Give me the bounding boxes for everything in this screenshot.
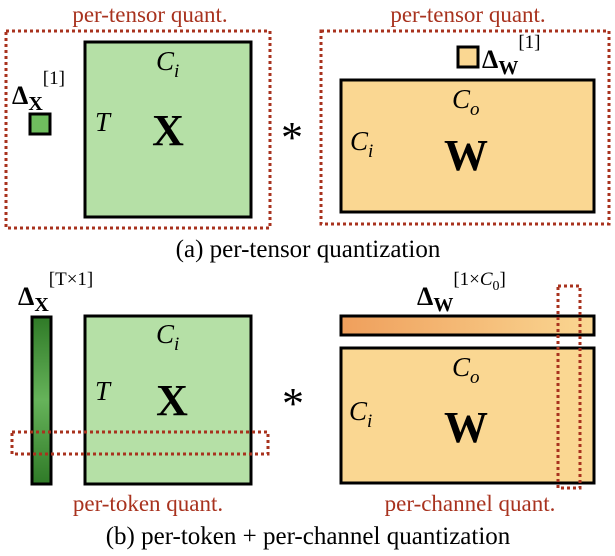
top-right-dotted-box [319, 29, 611, 226]
per-token-label: per-token quant. [73, 491, 223, 516]
top-right-label: per-tensor quant. [390, 2, 545, 27]
x-matrix [83, 40, 253, 219]
per-channel-dotted-box [556, 284, 582, 490]
x-matrix-b-cols-label: Ci [156, 319, 179, 355]
delta-x-token-vector [30, 315, 53, 486]
delta-w-channel-vector [339, 314, 596, 337]
w-matrix [339, 78, 596, 214]
multiply-operator-b: * [282, 379, 304, 428]
delta-x-label: ΔX[1] [12, 68, 65, 115]
x-matrix-letter: X [152, 106, 184, 155]
w-matrix-b-letter: W [444, 403, 488, 452]
x-matrix-b-rows-label: T [95, 376, 112, 406]
multiply-operator: * [281, 113, 303, 162]
x-matrix-rows-label: T [95, 107, 112, 137]
w-matrix-b [339, 346, 596, 485]
w-matrix-b-rows-label: Ci [349, 396, 372, 432]
delta-x-scalar [28, 112, 52, 136]
w-matrix-cols-label: Co [452, 84, 480, 120]
caption-a: (a) per-tensor quantization [176, 236, 441, 263]
x-matrix-b-letter: X [156, 376, 188, 425]
per-token-dotted-box [10, 430, 270, 456]
delta-w-label: ΔW[1] [482, 32, 540, 79]
x-matrix-cols-label: Ci [156, 46, 179, 82]
caption-b: (b) per-token + per-channel quantization [106, 523, 511, 550]
w-matrix-b-cols-label: Co [452, 352, 480, 388]
w-matrix-rows-label: Ci [350, 126, 373, 162]
w-matrix-letter: W [444, 131, 488, 180]
per-channel-label: per-channel quant. [385, 491, 556, 516]
delta-w-channel-label: ΔW[1×C0] [417, 269, 506, 316]
top-left-dotted-box [4, 29, 272, 230]
x-matrix-b [83, 314, 253, 486]
delta-w-scalar [456, 45, 480, 69]
top-left-label: per-tensor quant. [72, 2, 227, 27]
delta-x-token-label: ΔX[T×1] [18, 269, 93, 316]
